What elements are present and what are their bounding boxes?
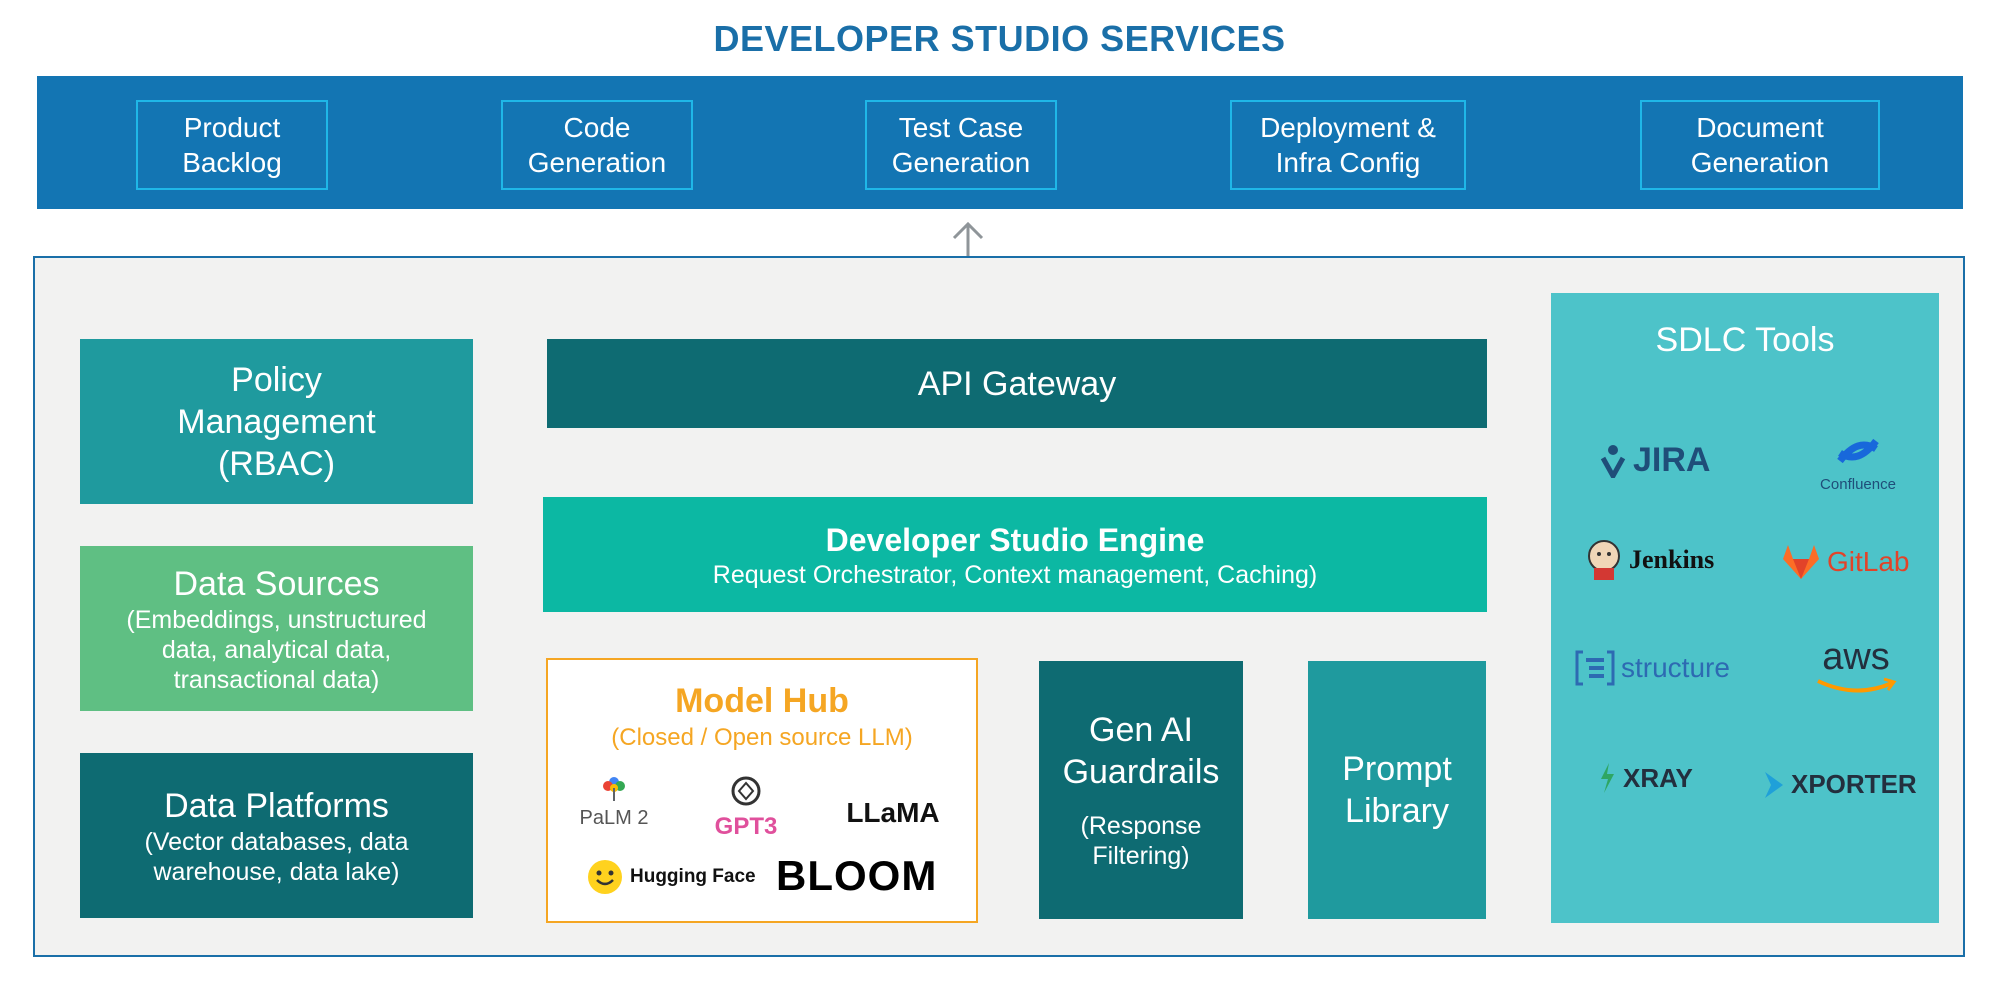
engine-box[interactable]: Developer Studio Engine Request Orchestr… bbox=[543, 497, 1487, 612]
openai-icon bbox=[731, 776, 761, 806]
data-platforms-desc: (Vector databases, data warehouse, data … bbox=[144, 827, 409, 886]
data-platforms-box[interactable]: Data Platforms (Vector databases, data w… bbox=[80, 753, 473, 918]
structure-label: structure bbox=[1621, 652, 1730, 683]
hugging-face-label: Hugging Face bbox=[630, 866, 756, 887]
jenkins-icon bbox=[1588, 540, 1620, 580]
model-hub-box[interactable]: Model Hub (Closed / Open source LLM) PaL… bbox=[546, 658, 978, 923]
gitlab-logo[interactable]: GitLab bbox=[1781, 543, 1910, 581]
service-code-generation[interactable]: Code Generation bbox=[501, 100, 693, 190]
jenkins-logo[interactable]: Jenkins bbox=[1585, 538, 1714, 582]
jenkins-label: Jenkins bbox=[1629, 545, 1715, 574]
model-hub-desc: (Closed / Open source LLM) bbox=[611, 724, 913, 751]
gpt-label: GPT3 bbox=[714, 813, 778, 840]
api-gateway-title: API Gateway bbox=[917, 364, 1117, 403]
services-bar: Product Backlog Code Generation Test Cas… bbox=[37, 76, 1963, 209]
model-hub-title: Model Hub bbox=[675, 682, 849, 720]
hugging-face-icon bbox=[588, 860, 622, 894]
xray-label: XRAY bbox=[1623, 762, 1693, 793]
confluence-logo[interactable]: Confluence bbox=[1803, 431, 1913, 493]
data-sources-desc: (Embeddings, unstructured data, analytic… bbox=[126, 605, 427, 694]
page-title: DEVELOPER STUDIO SERVICES bbox=[713, 18, 1286, 59]
service-deployment-infra[interactable]: Deployment & Infra Config bbox=[1230, 100, 1466, 190]
confluence-icon bbox=[1837, 438, 1879, 464]
policy-management-title: Policy Management (RBAC) bbox=[177, 360, 376, 483]
bloom-label: BLOOM bbox=[776, 852, 938, 899]
service-product-backlog[interactable]: Product Backlog bbox=[136, 100, 328, 190]
jira-label: JIRA bbox=[1633, 441, 1711, 479]
jira-icon bbox=[1600, 444, 1626, 478]
llama-label: LLaMA bbox=[846, 797, 940, 828]
guardrails-box[interactable]: Gen AI Guardrails (Response Filtering) bbox=[1039, 661, 1243, 919]
palm-logo: PaLM 2 bbox=[574, 772, 654, 830]
sdlc-tools-title: SDLC Tools bbox=[1655, 321, 1835, 359]
service-document-generation[interactable]: Document Generation bbox=[1640, 100, 1880, 190]
xporter-label: XPORTER bbox=[1791, 769, 1917, 799]
guardrails-desc: (Response Filtering) bbox=[1080, 812, 1202, 870]
palm-icon bbox=[603, 777, 625, 801]
hugging-face-logo: Hugging Face bbox=[586, 858, 756, 896]
guardrails-title: Gen AI Guardrails bbox=[1062, 711, 1220, 791]
xporter-icon bbox=[1765, 771, 1783, 798]
prompt-library-title: Prompt Library bbox=[1342, 750, 1452, 830]
policy-management-box[interactable]: Policy Management (RBAC) bbox=[80, 339, 473, 504]
api-gateway-box[interactable]: API Gateway bbox=[547, 339, 1487, 428]
xporter-logo[interactable]: XPORTER bbox=[1763, 769, 1917, 800]
aws-logo[interactable]: aws bbox=[1806, 637, 1906, 700]
aws-smile-icon bbox=[1817, 677, 1897, 693]
engine-title: Developer Studio Engine bbox=[825, 521, 1205, 558]
prompt-library-box[interactable]: Prompt Library bbox=[1308, 661, 1486, 919]
gpt-logo: GPT3 bbox=[706, 774, 786, 841]
confluence-label: Confluence bbox=[1820, 476, 1896, 493]
structure-logo[interactable]: structure bbox=[1575, 648, 1730, 688]
service-test-case-generation[interactable]: Test Case Generation bbox=[865, 100, 1057, 190]
palm-label: PaLM 2 bbox=[579, 807, 649, 829]
aws-label: aws bbox=[1822, 636, 1890, 678]
xray-logo[interactable]: XRAY bbox=[1597, 761, 1693, 795]
xray-icon bbox=[1601, 763, 1614, 793]
jira-logo[interactable]: JIRA bbox=[1599, 441, 1710, 480]
structure-icon bbox=[1575, 650, 1615, 686]
sdlc-tools-panel: SDLC Tools JIRA Confluence Jenkins GitLa… bbox=[1551, 293, 1939, 923]
data-platforms-title: Data Platforms bbox=[164, 786, 389, 825]
engine-desc: Request Orchestrator, Context management… bbox=[712, 560, 1318, 589]
gitlab-label: GitLab bbox=[1827, 546, 1910, 577]
gitlab-icon bbox=[1783, 545, 1819, 579]
data-sources-title: Data Sources bbox=[173, 564, 380, 603]
data-sources-box[interactable]: Data Sources (Embeddings, unstructured d… bbox=[80, 546, 473, 711]
